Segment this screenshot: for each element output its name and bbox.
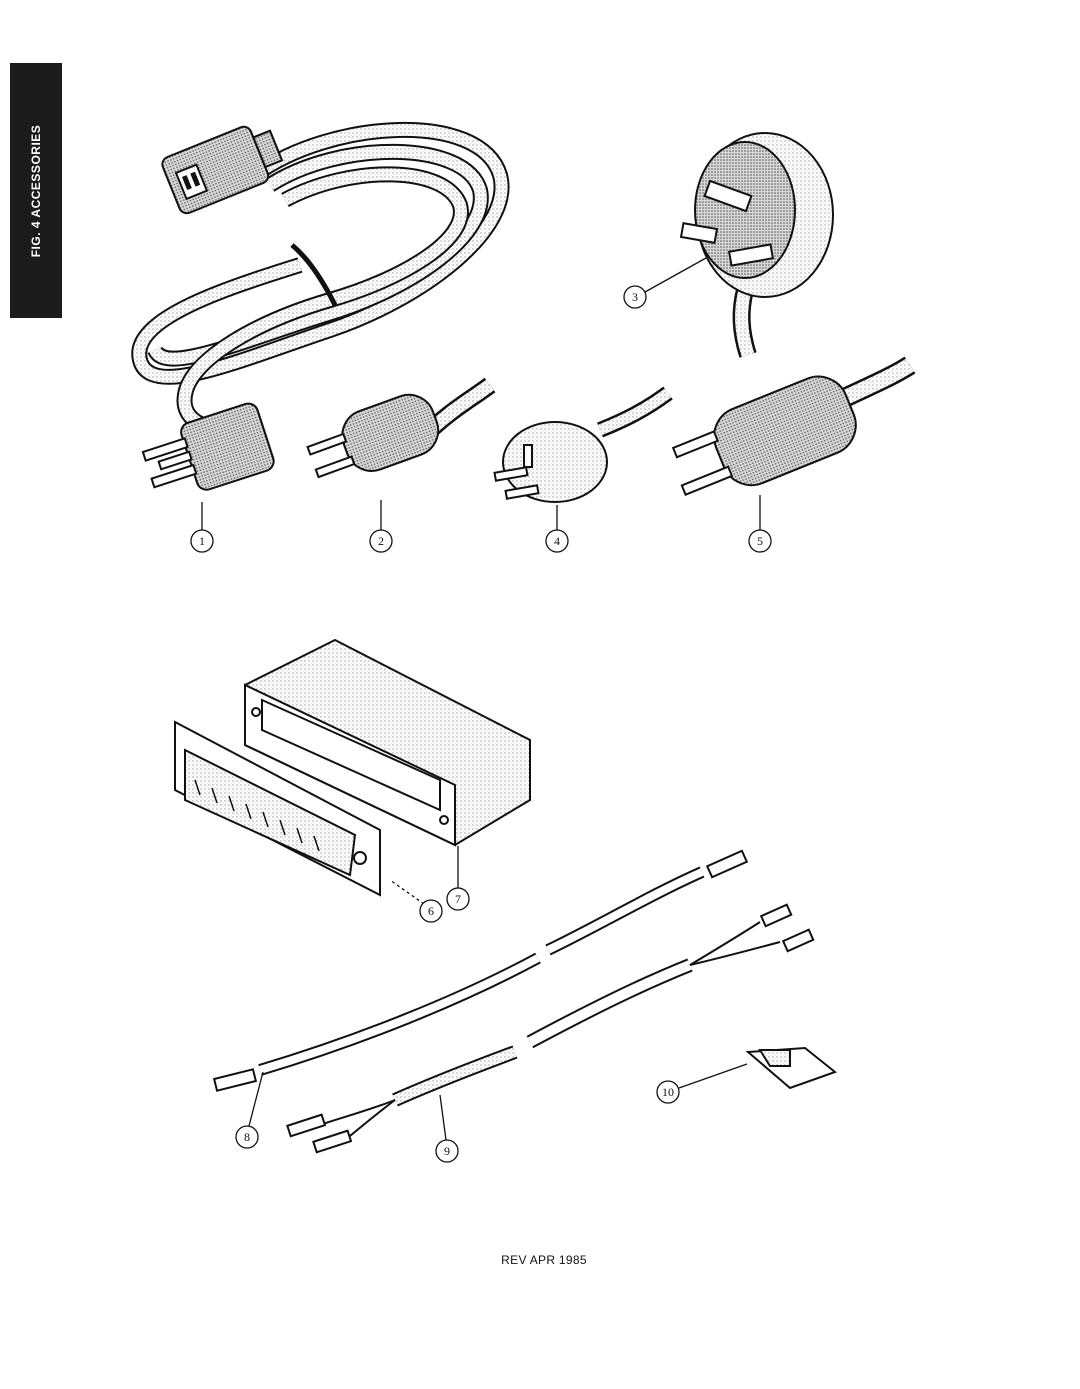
callout-label: 3 [632,290,638,304]
callout-label: 7 [455,892,461,906]
leader-lines [201,257,761,1141]
callout-label: 6 [428,904,434,918]
callout-7: 7 [446,887,470,911]
callout-2: 2 [369,529,393,553]
callout-6: 6 [419,899,443,923]
single-lead-wire [212,849,749,1092]
callout-label: 10 [662,1085,674,1099]
revision-footer: REV APR 1985 [0,1253,1080,1267]
dual-lead-wire [286,903,815,1154]
callout-label: 2 [378,534,384,548]
d-sub-connector [174,720,381,897]
callout-10: 10 [656,1080,680,1104]
plug-uk [679,132,834,358]
plug-australian [493,386,673,503]
power-cord-us [131,122,510,491]
connector-hood [244,638,531,847]
callout-label: 8 [244,1130,250,1144]
callout-3: 3 [623,285,647,309]
revision-text: REV APR 1985 [501,1253,587,1267]
callout-1: 1 [190,529,214,553]
callout-label: 9 [444,1144,450,1158]
callout-label: 1 [199,534,205,548]
callout-5: 5 [748,529,772,553]
plug-swiss [671,356,916,497]
figure-tab: FIG. 4 ACCESSORIES [10,63,62,318]
jumper-clip [745,1046,838,1090]
callout-label: 5 [757,534,763,548]
plug-schuko [306,377,496,479]
callout-8: 8 [235,1125,259,1149]
callout-label: 4 [554,534,560,548]
callout-4: 4 [545,529,569,553]
callout-9: 9 [435,1139,459,1163]
